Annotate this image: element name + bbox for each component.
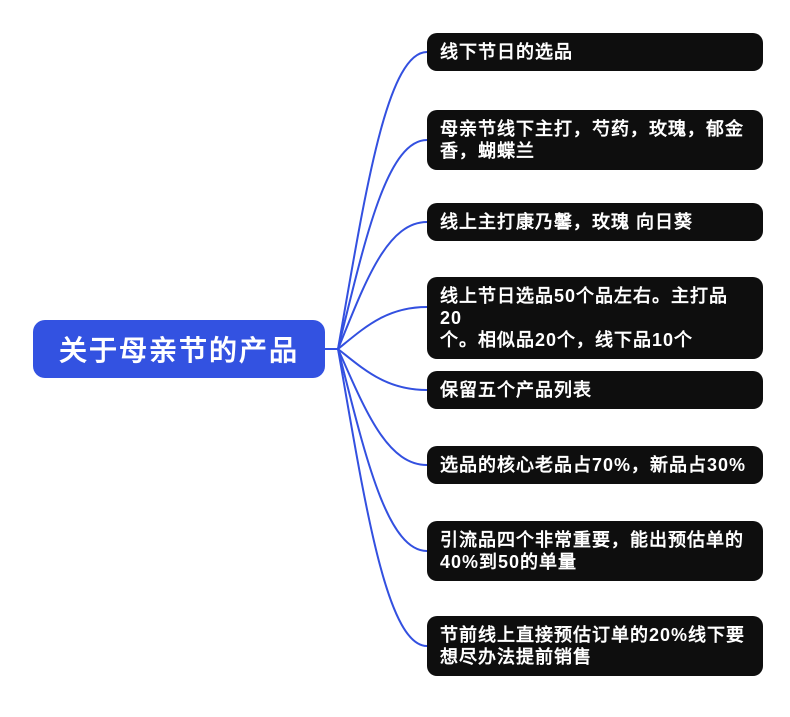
branch-node-traffic-products[interactable]: 引流品四个非常重要，能出预估单的 40%到50的单量: [427, 521, 763, 581]
root-node-label: 关于母亲节的产品: [58, 335, 299, 366]
branch-node-label: 选品的核心老品占70%，新品占30%: [440, 455, 747, 475]
connector-line: [337, 348, 428, 466]
branch-node-old-new-ratio[interactable]: 选品的核心老品占70%，新品占30%: [427, 446, 763, 484]
branch-node-label: 保留五个产品列表: [440, 380, 592, 400]
branch-node-label: 节前线上直接预估订单的20%线下要 想尽办法提前销售: [440, 625, 746, 667]
connector-line: [337, 139, 428, 350]
connector-line: [337, 221, 428, 350]
branch-node-label: 线上节日选品50个品左右。主打品20 个。相似品20个，线下品10个: [440, 286, 729, 350]
connector-line: [337, 306, 428, 350]
root-node[interactable]: 关于母亲节的产品: [33, 320, 325, 378]
branch-node-label: 母亲节线下主打，芍药，玫瑰，郁金 香，蝴蝶兰: [440, 119, 744, 161]
branch-node-label: 线下节日的选品: [440, 42, 573, 62]
branch-node-online-selection-counts[interactable]: 线上节日选品50个品左右。主打品20 个。相似品20个，线下品10个: [427, 277, 763, 359]
branch-node-label: 引流品四个非常重要，能出预估单的 40%到50的单量: [440, 530, 744, 572]
branch-node-label: 线上主打康乃馨，玫瑰 向日葵: [440, 212, 693, 232]
connector-line: [337, 348, 428, 647]
branch-node-presale-plan[interactable]: 节前线上直接预估订单的20%线下要 想尽办法提前销售: [427, 616, 763, 676]
branch-node-offline-selection[interactable]: 线下节日的选品: [427, 33, 763, 71]
branch-node-keep-five-lists[interactable]: 保留五个产品列表: [427, 371, 763, 409]
connector-line: [337, 348, 428, 391]
connector-line: [337, 51, 428, 350]
branch-node-offline-main-flowers[interactable]: 母亲节线下主打，芍药，玫瑰，郁金 香，蝴蝶兰: [427, 110, 763, 170]
connector-line: [337, 348, 428, 552]
branch-node-online-main-flowers[interactable]: 线上主打康乃馨，玫瑰 向日葵: [427, 203, 763, 241]
